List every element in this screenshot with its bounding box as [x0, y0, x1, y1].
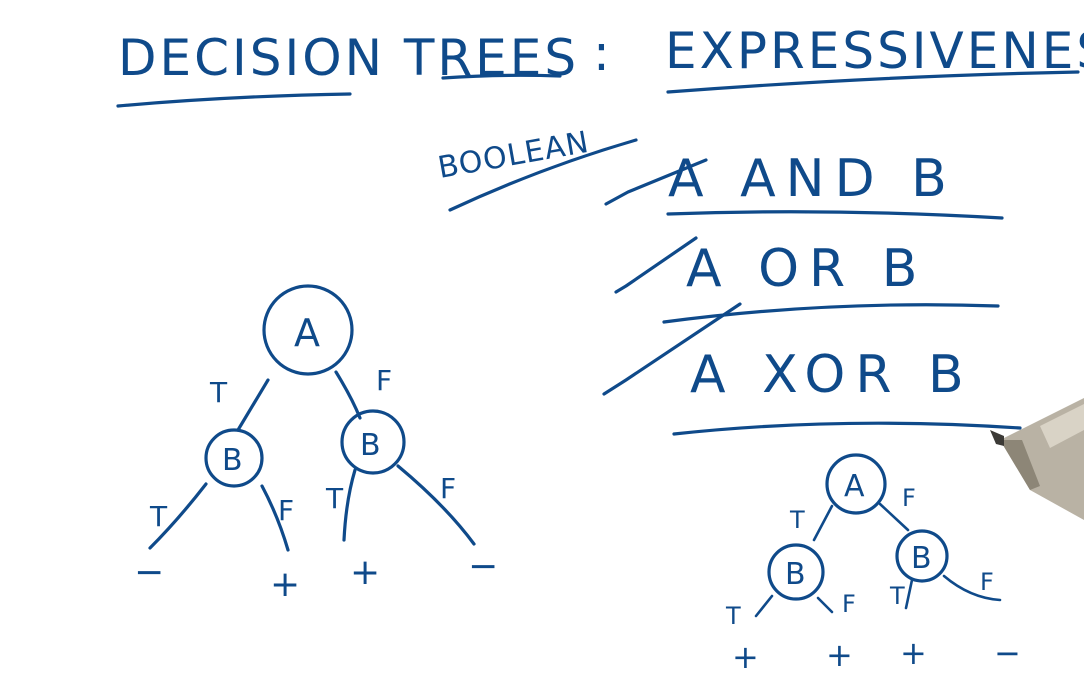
boolean-label: BOOLEAN	[435, 125, 592, 186]
title-underline-1	[116, 92, 352, 108]
left-tree-lc-right-label: F	[278, 494, 294, 527]
right-tree-root-left-label: T	[789, 506, 805, 534]
right-tree-leaf-4: −	[994, 634, 1021, 672]
title-separator: :	[593, 24, 613, 82]
left-tree-left-child-label: B	[222, 443, 243, 478]
left-tree-right-child-label: B	[360, 428, 381, 463]
right-tree-rc-right-label: F	[980, 568, 994, 596]
right-tree-root-node	[825, 453, 887, 515]
title-decision-trees: DECISION TREES	[118, 29, 579, 87]
right-tree-root-label: A	[844, 469, 865, 504]
expression-xor: A XOR B	[602, 302, 1022, 436]
expression-or: A OR B	[614, 236, 1000, 324]
left-tree-edge-lc-left	[148, 482, 208, 550]
left-tree-leaf-3: +	[350, 552, 380, 593]
right-tree-edge-root-right	[878, 502, 910, 532]
right-tree-edge-root-left	[812, 504, 834, 542]
left-tree: A T F B B T F T F − + + −	[134, 284, 498, 605]
right-tree-leaf-1: +	[732, 638, 759, 674]
right-tree-edge-rc-left	[904, 578, 914, 610]
left-tree-left-child-node	[204, 428, 264, 488]
right-tree-leaf-2: +	[826, 636, 853, 674]
expression-or-text: A OR B	[686, 239, 927, 299]
checkmark-icon	[604, 158, 708, 206]
left-tree-leaf-2: +	[270, 564, 300, 605]
pen-icon	[990, 398, 1084, 520]
left-tree-root-node	[262, 284, 354, 376]
left-tree-leaf-1: −	[134, 552, 164, 593]
left-tree-edge-rc-left	[342, 468, 357, 542]
left-tree-edge-lc-right	[260, 484, 290, 552]
boolean-underline	[448, 138, 638, 212]
right-tree-edge-rc-right	[942, 574, 1002, 602]
checkmark-icon	[602, 302, 742, 396]
title-expressiveness: EXPRESSIVENESS	[665, 22, 1084, 80]
left-tree-leaf-4: −	[468, 546, 498, 587]
left-tree-root-right-label: F	[376, 364, 392, 397]
left-tree-lc-left-label: T	[149, 500, 168, 533]
left-tree-rc-left-label: T	[325, 482, 344, 515]
expression-xor-underline	[672, 421, 1022, 436]
right-tree-lc-left-label: T	[725, 602, 741, 630]
left-tree-edge-root-left	[236, 378, 270, 432]
expression-and: A AND B	[604, 149, 1004, 220]
left-tree-edge-root-right	[334, 370, 362, 420]
right-tree-edge-lc-left	[754, 594, 774, 618]
left-tree-rc-right-label: F	[440, 472, 456, 505]
left-tree-root-left-label: T	[209, 376, 228, 409]
right-tree-lc-right-label: F	[842, 590, 856, 618]
right-tree-rc-left-label: T	[889, 582, 905, 610]
right-tree-left-child-node	[767, 543, 825, 601]
right-tree-right-child-node	[895, 529, 949, 583]
expression-and-underline	[666, 210, 1004, 220]
right-tree-left-child-label: B	[785, 557, 806, 592]
expression-xor-text: A XOR B	[690, 345, 974, 405]
right-tree-edge-lc-right	[816, 596, 834, 614]
right-tree-root-right-label: F	[902, 484, 916, 512]
left-tree-root-label: A	[294, 311, 320, 355]
expression-and-text: A AND B	[668, 149, 957, 209]
left-tree-right-child-node	[340, 409, 406, 475]
title-underline-2	[441, 73, 562, 80]
left-tree-edge-rc-right	[396, 464, 476, 546]
right-tree-leaf-3: +	[900, 634, 927, 672]
right-tree: A T F B B T F T F + + + −	[725, 453, 1021, 674]
checkmark-icon	[614, 236, 698, 294]
title-underline-3	[666, 70, 1080, 94]
right-tree-right-child-label: B	[911, 541, 932, 576]
expression-or-underline	[662, 303, 1000, 324]
